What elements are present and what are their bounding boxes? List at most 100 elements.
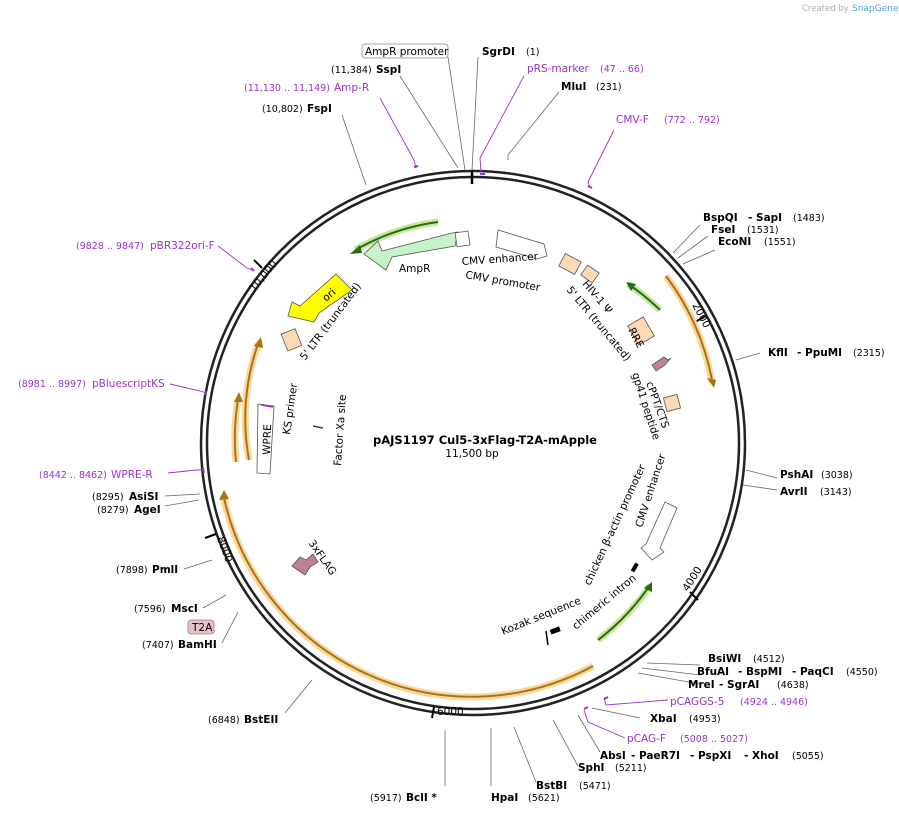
site-cmv-f[interactable]: CMV-F (772 .. 792): [616, 114, 720, 126]
ltr-right-feature[interactable]: [580, 264, 600, 284]
site-msci[interactable]: (7596) MscI: [134, 603, 198, 615]
site-sgrdi[interactable]: SgrDI (1): [482, 46, 539, 58]
orf-arc-bottom-arrowhead: [219, 490, 229, 500]
site-mlui[interactable]: MluI (231): [561, 81, 622, 93]
site-pbluescriptks[interactable]: (8981 .. 8997) pBluescriptKS: [18, 378, 165, 390]
site-bspqi[interactable]: BspQI - SapI (1483): [703, 212, 825, 224]
svg-text:AgeI: AgeI: [134, 504, 161, 516]
svg-text:- PpuMI: - PpuMI: [797, 347, 842, 359]
ampr-promoter-label-box: [361, 43, 449, 59]
leaders: [164, 56, 778, 786]
t2a-feature[interactable]: [187, 619, 215, 635]
site-mrei[interactable]: MreI - SgrAI (4638): [688, 679, 809, 691]
svg-text:(5621): (5621): [528, 793, 560, 804]
svg-text:SspI: SspI: [376, 64, 401, 76]
hiv-psi-feature[interactable]: [558, 253, 582, 275]
svg-text:6000: 6000: [437, 706, 464, 718]
cppt-feature[interactable]: [651, 356, 672, 372]
cmv-enhancer-label: CMV enhancer: [461, 251, 539, 268]
cmv-promoter-label: CMV promoter: [464, 269, 541, 294]
wpre-feature[interactable]: [256, 403, 275, 475]
kozak-feature[interactable]: [549, 626, 561, 635]
svg-text:Amp-R: Amp-R: [334, 82, 369, 94]
svg-text:BspQI: BspQI: [703, 212, 738, 224]
site-pbr322ori-f[interactable]: (9828 .. 9847) pBR322ori-F: [76, 240, 215, 252]
svg-text:(4924 .. 4946): (4924 .. 4946): [740, 697, 808, 708]
svg-text:- PaeR7I: - PaeR7I: [631, 750, 680, 762]
svg-text:MluI: MluI: [561, 81, 586, 93]
site-prs-marker[interactable]: pRS-marker (47 .. 66): [527, 63, 644, 75]
site-bcli[interactable]: (5917) BclI *: [370, 792, 437, 804]
site-wpre-r[interactable]: (8442 .. 8462) WPRE-R: [39, 469, 153, 481]
svg-text:BfuAI: BfuAI: [697, 666, 729, 678]
plasmid-name: pAJS1197 Cul5-3xFlag-T2A-mApple: [373, 433, 597, 447]
site-pcaggs-5[interactable]: pCAGGS-5 (4924 .. 4946): [670, 696, 808, 708]
site-pmli[interactable]: (7898) PmlI: [116, 564, 178, 576]
wpre-label: WPRE: [261, 424, 274, 455]
svg-text:pBR322ori-F: pBR322ori-F: [150, 240, 215, 252]
site-pcag-f[interactable]: pCAG-F (5008 .. 5027): [627, 733, 748, 745]
site-xbai[interactable]: XbaI (4953): [650, 713, 721, 725]
svg-text:MreI: MreI: [688, 679, 715, 691]
site-bstbi[interactable]: BstBI (5471): [536, 780, 611, 792]
cmv-enhancer-feature[interactable]: [495, 229, 548, 260]
rre-feature[interactable]: [627, 316, 655, 346]
svg-text:(1): (1): [526, 47, 539, 58]
site-amp-r[interactable]: (11,130 .. 11,149) Amp-R: [244, 82, 369, 94]
ampr-label: AmpR: [399, 263, 430, 275]
svg-text:- PspXI: - PspXI: [690, 750, 731, 762]
site-sphi[interactable]: SphI (5211): [578, 762, 647, 774]
svg-text:(1531): (1531): [747, 225, 779, 236]
svg-text:8000: 8000: [214, 535, 234, 564]
site-avrii[interactable]: AvrII (3143): [780, 486, 852, 498]
site-fsei[interactable]: FseI (1531): [711, 224, 779, 236]
site-bfuai[interactable]: BfuAI - BspMI - PaqCI (4550): [697, 666, 878, 678]
ampr-feature[interactable]: [363, 231, 459, 271]
svg-text:- BspMI: - BspMI: [738, 666, 782, 678]
site-econi[interactable]: EcoNI (1551): [718, 236, 796, 248]
site-hpai[interactable]: HpaI (5621): [491, 792, 560, 804]
ampr-promoter-box: [454, 230, 471, 248]
svg-text:WPRE-R: WPRE-R: [111, 469, 153, 481]
site-kfli[interactable]: KflI - PpuMI (2315): [768, 347, 885, 359]
svg-text:- XhoI: - XhoI: [744, 750, 779, 762]
svg-text:pBluescriptKS: pBluescriptKS: [92, 378, 165, 390]
svg-text:FspI: FspI: [307, 103, 332, 115]
cmv-enhancer2-feature[interactable]: [640, 501, 678, 561]
site-absi[interactable]: AbsI - PaeR7I - PspXI - XhoI (5055): [600, 750, 824, 762]
svg-text:pCAG-F: pCAG-F: [627, 733, 666, 745]
svg-text:BamHI: BamHI: [178, 639, 217, 651]
site-bamhi[interactable]: (7407) BamHI: [142, 639, 217, 651]
site-agei[interactable]: (8279) AgeI: [97, 504, 161, 516]
site-fspi[interactable]: (10,802) FspI: [262, 103, 332, 115]
site-asisi[interactable]: (8295) AsiSI: [92, 491, 158, 503]
kozak-mark: [545, 630, 549, 646]
ori-feature[interactable]: [287, 273, 353, 323]
svg-text:(7407): (7407): [142, 640, 174, 651]
gp41-feature[interactable]: [662, 393, 682, 413]
flag-feature[interactable]: [291, 553, 319, 576]
svg-text:(4550): (4550): [846, 667, 878, 678]
site-sspi[interactable]: (11,384) SspI: [331, 64, 401, 76]
orf-arc-bottom-halo: [219, 494, 595, 701]
svg-text:BsiWI: BsiWI: [708, 653, 741, 665]
svg-text:(7596): (7596): [134, 604, 166, 615]
site-bsteii[interactable]: (6848) BstEII: [208, 714, 278, 726]
ltr-left-feature[interactable]: [280, 328, 303, 352]
site-bsiwi[interactable]: BsiWI (4512): [708, 653, 785, 665]
svg-text:(11,130 .. 11,149): (11,130 .. 11,149): [244, 83, 330, 94]
svg-text:PshAI: PshAI: [780, 469, 813, 481]
orf-arc-bottom: [223, 497, 594, 698]
ks-primer-label: KS primer: [281, 382, 300, 436]
kozak-label: Kozak sequence: [500, 595, 583, 638]
site-pshai[interactable]: PshAI (3038): [780, 469, 853, 481]
green-arc-intron-arrowhead: [644, 582, 652, 592]
orf-arc-left2: [244, 343, 259, 461]
green-arc-intron: [597, 587, 649, 641]
svg-text:(5055): (5055): [792, 751, 824, 762]
orf-arc-right-halo: [663, 273, 716, 383]
svg-text:AsiSI: AsiSI: [129, 491, 158, 503]
svg-text:HpaI: HpaI: [491, 792, 518, 804]
svg-text:BstBI: BstBI: [536, 780, 567, 792]
